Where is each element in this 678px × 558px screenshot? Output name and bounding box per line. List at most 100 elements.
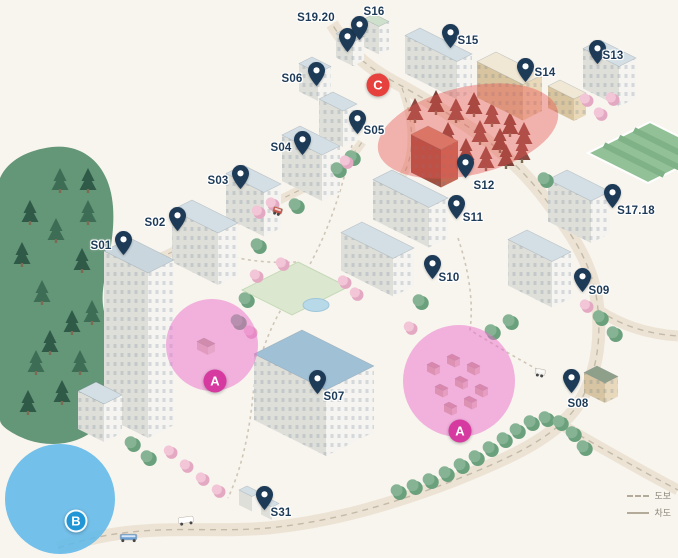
map-pin-s05[interactable] [348,110,366,134]
pin-icon [603,184,621,208]
walkway-line-icon [627,494,650,497]
pin-label-s15: S15 [457,35,479,47]
pin-icon [168,207,186,231]
zone-area-c [377,83,559,179]
pin-icon [516,58,534,82]
pin-icon [423,255,441,279]
building-s12 [410,125,459,188]
pin-icon [456,154,474,178]
forest-pines [13,168,101,415]
pin-icon [562,369,580,393]
pin-icon [114,231,132,255]
map-pin-s15[interactable] [441,24,459,48]
zone-marker-a-east[interactable]: A [448,419,472,443]
map-pin-s08[interactable] [562,369,580,393]
pin-label-s05: S05 [363,125,385,137]
map-pin-s02[interactable] [168,207,186,231]
building-s14 [476,51,543,121]
pin-label-s17-18: S17.18 [617,205,655,217]
map-pin-s17-18[interactable] [603,184,621,208]
map-pin-s13[interactable] [588,40,606,64]
building-s03 [225,164,282,237]
buildings [77,13,637,520]
pin-icon [573,268,591,292]
vehicle-car [534,368,546,378]
pin-label-s14: S14 [534,67,556,79]
pin-label-s16: S16 [363,6,385,18]
building-s09 [507,229,572,308]
building-s15 [404,27,473,100]
pin-icon [350,16,368,40]
map-pin-s09[interactable] [573,268,591,292]
zone-c-forest [406,90,533,171]
roadway-line-icon [627,511,650,514]
map-pin-s11[interactable] [447,195,465,219]
pin-label-s07: S07 [323,391,345,403]
zone-marker-c[interactable]: C [366,73,390,97]
pin-label-s13: S13 [602,50,624,62]
pin-icon [231,165,249,189]
map-pin-s10[interactable] [423,255,441,279]
zone-areas [5,83,559,554]
legend-walkway: 도보 [627,489,671,502]
building-s17-18 [547,169,611,243]
map-pin-s14[interactable] [516,58,534,82]
pin-label-s02: S02 [144,217,166,229]
building-s05 [318,91,358,147]
pin-label-s19-20: S19.20 [297,12,335,24]
pin-label-s08: S08 [567,398,589,410]
building-s01 [103,237,175,438]
pin-label-s31: S31 [270,507,292,519]
map-legend: 도보 차도 [627,489,671,519]
pin-label-s04: S04 [270,142,292,154]
building-s08 [583,365,619,403]
map-pin-s12[interactable] [456,154,474,178]
map-pin-s01[interactable] [114,231,132,255]
pin-label-s10: S10 [438,272,460,284]
legend-roadway: 차도 [627,506,671,519]
building-s01-annex [77,381,123,442]
map-pin-s31[interactable] [255,486,273,510]
pin-icon [293,131,311,155]
legend-roadway-label: 차도 [654,508,671,518]
pin-icon [588,40,606,64]
vehicle-bus [119,533,138,543]
trees [124,92,623,501]
pin-label-s06: S06 [281,73,303,85]
vehicle-truck [177,515,194,526]
map-pin-s16[interactable] [350,16,368,40]
map-pin-s19-20[interactable] [338,28,356,52]
building-s11 [372,169,449,248]
zone-marker-a-west[interactable]: A [203,369,227,393]
pin-label-s11: S11 [462,212,484,224]
map-pin-s04[interactable] [293,131,311,155]
pin-icon [307,62,325,86]
building-s02 [171,199,239,285]
pin-icon [447,195,465,219]
zone-marker-b[interactable]: B [64,509,88,533]
pin-icon [338,28,356,52]
zone-area-b [5,444,115,554]
map-pin-s06[interactable] [307,62,325,86]
zone-area-a-west [166,299,258,391]
building-s10 [340,221,415,297]
vehicle-car [272,206,283,216]
pin-label-s12: S12 [473,180,495,192]
pin-label-s01: S01 [90,240,112,252]
building-s07 [253,329,375,456]
pond [302,298,330,312]
map-pin-s03[interactable] [231,165,249,189]
pin-icon [348,110,366,134]
pin-icon [255,486,273,510]
pin-label-s09: S09 [588,285,610,297]
map-pin-s07[interactable] [308,370,326,394]
sports-field [585,120,678,185]
building-s04 [281,125,341,201]
pin-label-s03: S03 [207,175,229,187]
legend-walkway-label: 도보 [654,491,671,501]
zone-area-a-east [403,325,515,437]
pin-icon [308,370,326,394]
